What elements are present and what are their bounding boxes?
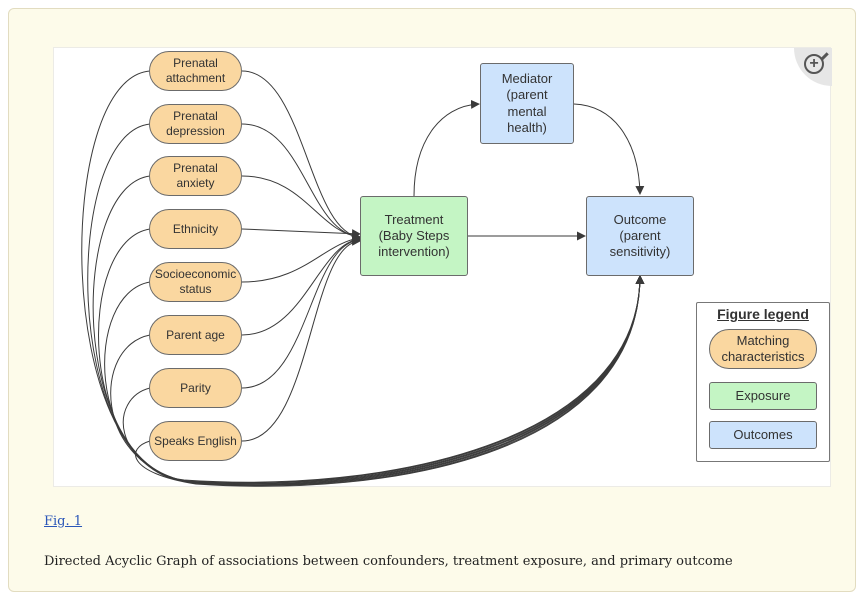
treatment-node: Treatment (Baby Steps intervention) xyxy=(360,196,468,276)
edge-english-outcome xyxy=(135,275,645,487)
confounder-socioeconomic-status: Socioeconomic status xyxy=(149,262,242,302)
figure-caption: Directed Acyclic Graph of associations b… xyxy=(44,554,733,569)
confounder-prenatal-depression: Prenatal depression xyxy=(149,104,242,144)
outcome-node: Outcome (parent sensitivity) xyxy=(586,196,694,276)
figure-legend: Figure legend Matching characteristics E… xyxy=(696,302,830,462)
edges-layer xyxy=(81,70,645,487)
edge-english-treatment xyxy=(241,236,361,442)
zoom-button[interactable]: + xyxy=(794,48,832,86)
legend-title: Figure legend xyxy=(717,306,809,322)
edge-mediator-outcome xyxy=(573,103,645,195)
mediator-node: Mediator (parent mental health) xyxy=(480,63,574,144)
confounder-parity: Parity xyxy=(149,368,242,408)
edge-anxiety-outcome xyxy=(92,175,645,484)
edge-age-treatment xyxy=(241,235,361,336)
figure-link[interactable]: Fig. 1 xyxy=(44,514,83,529)
edge-age-outcome xyxy=(110,275,645,486)
confounder-parent-age: Parent age xyxy=(149,315,242,355)
edge-ses-outcome xyxy=(104,275,645,485)
figure-panel: Prenatal attachment Prenatal depression … xyxy=(8,8,856,592)
confounder-ethnicity: Ethnicity xyxy=(149,209,242,249)
zoom-in-icon: + xyxy=(804,54,824,74)
edge-ethnicity-treatment xyxy=(241,228,361,239)
edge-parity-treatment xyxy=(241,236,361,389)
confounder-speaks-english: Speaks English xyxy=(149,421,242,461)
legend-matching-characteristics: Matching characteristics xyxy=(709,329,817,369)
legend-exposure: Exposure xyxy=(709,382,817,410)
confounder-prenatal-anxiety: Prenatal anxiety xyxy=(149,156,242,196)
legend-outcomes: Outcomes xyxy=(709,421,817,449)
edge-treatment-mediator xyxy=(413,99,480,197)
edge-attachment-treatment xyxy=(241,70,361,241)
zoom-handle-icon xyxy=(820,52,829,61)
confounder-prenatal-attachment: Prenatal attachment xyxy=(149,51,242,91)
dag-diagram: Prenatal attachment Prenatal depression … xyxy=(53,47,832,487)
edge-depression-treatment xyxy=(241,123,361,241)
edge-parity-outcome xyxy=(122,275,645,486)
edge-ses-treatment xyxy=(241,234,361,283)
edge-attachment-outcome xyxy=(81,70,645,483)
